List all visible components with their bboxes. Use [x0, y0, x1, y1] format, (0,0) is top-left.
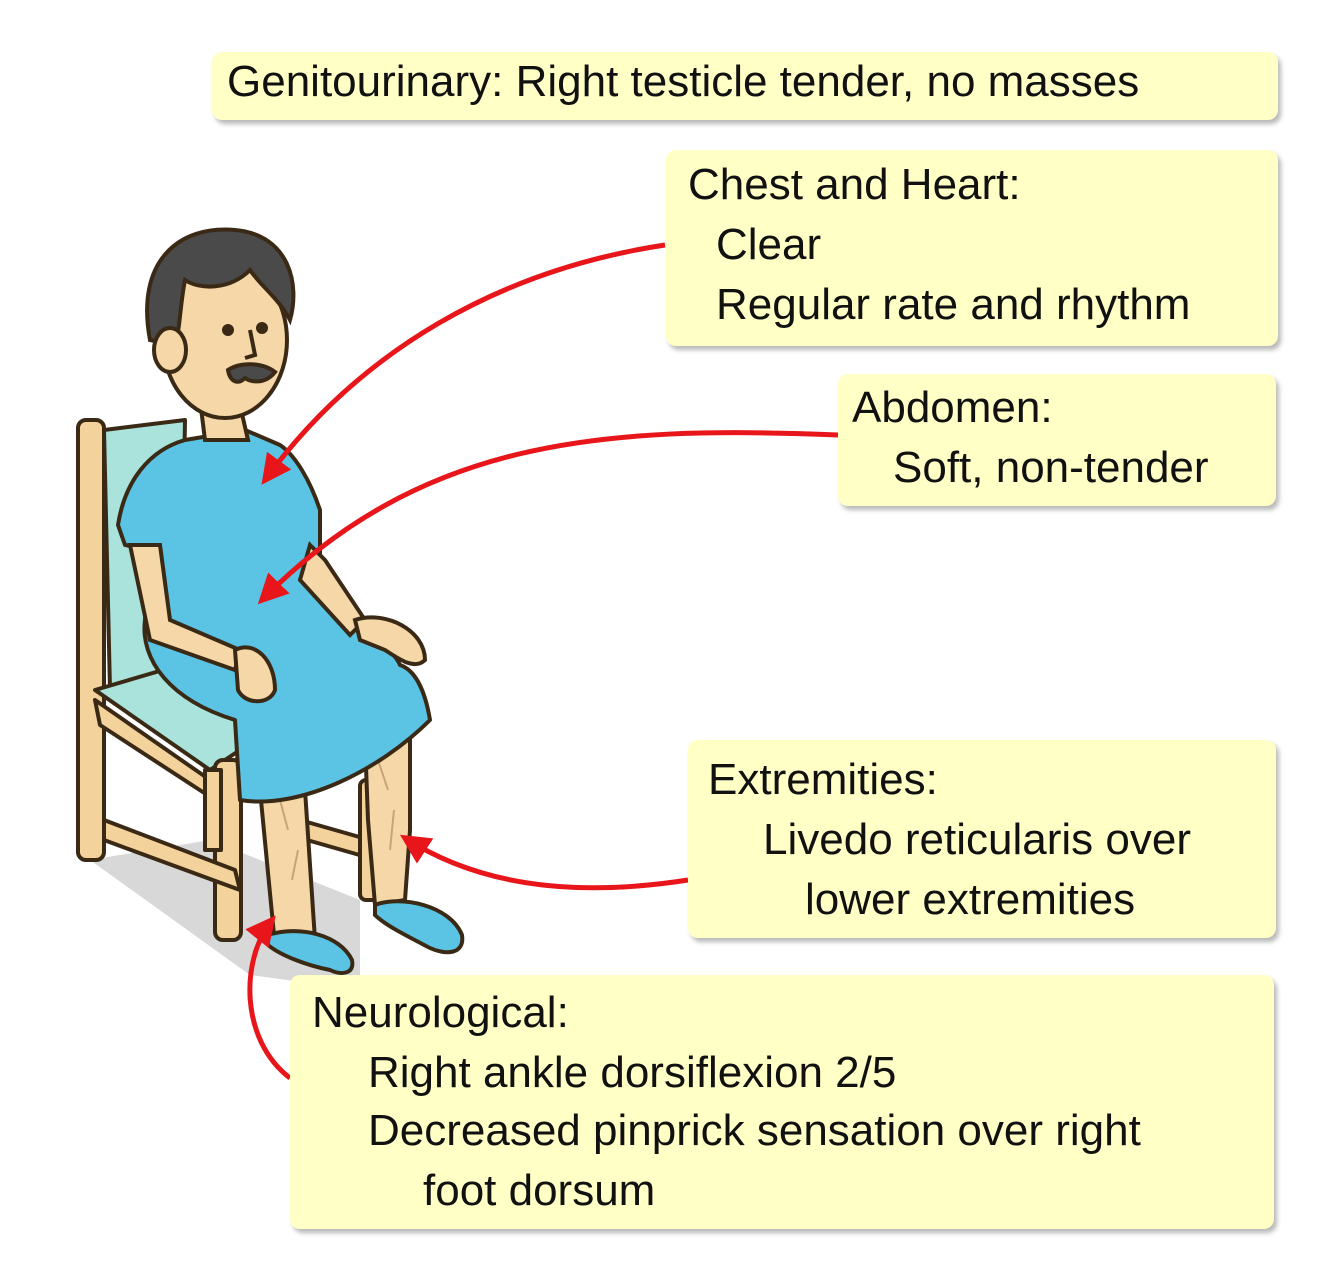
genitourinary-box: Genitourinary: Right testicle tender, no… — [212, 52, 1278, 120]
extremities-title: Extremities: — [708, 755, 938, 804]
chest-heart-title: Chest and Heart: — [688, 160, 1021, 209]
abdomen-line-1: Soft, non-tender — [893, 443, 1209, 492]
abdomen-title: Abdomen: — [852, 383, 1053, 432]
extremities-box: Extremities: Livedo reticularis over low… — [688, 740, 1276, 938]
abdomen-box: Abdomen: Soft, non-tender — [838, 374, 1276, 506]
neurological-line-1: Right ankle dorsiflexion 2/5 — [368, 1048, 897, 1097]
neurological-line-3: foot dorsum — [423, 1166, 656, 1215]
chest-heart-line-1: Clear — [716, 220, 822, 269]
chest-heart-box: Chest and Heart: Clear Regular rate and … — [666, 150, 1278, 346]
neurological-title: Neurological: — [312, 988, 569, 1037]
extremities-line-2: lower extremities — [805, 875, 1136, 924]
extremities-line-1: Livedo reticularis over — [763, 815, 1191, 864]
patient-head — [145, 227, 296, 420]
chest-heart-line-2: Regular rate and rhythm — [716, 280, 1191, 329]
neurological-line-2: Decreased pinprick sensation over right — [368, 1106, 1141, 1155]
neurological-box: Neurological: Right ankle dorsiflexion 2… — [290, 975, 1274, 1229]
genitourinary-text: Genitourinary: Right testicle tender, no… — [227, 57, 1140, 106]
